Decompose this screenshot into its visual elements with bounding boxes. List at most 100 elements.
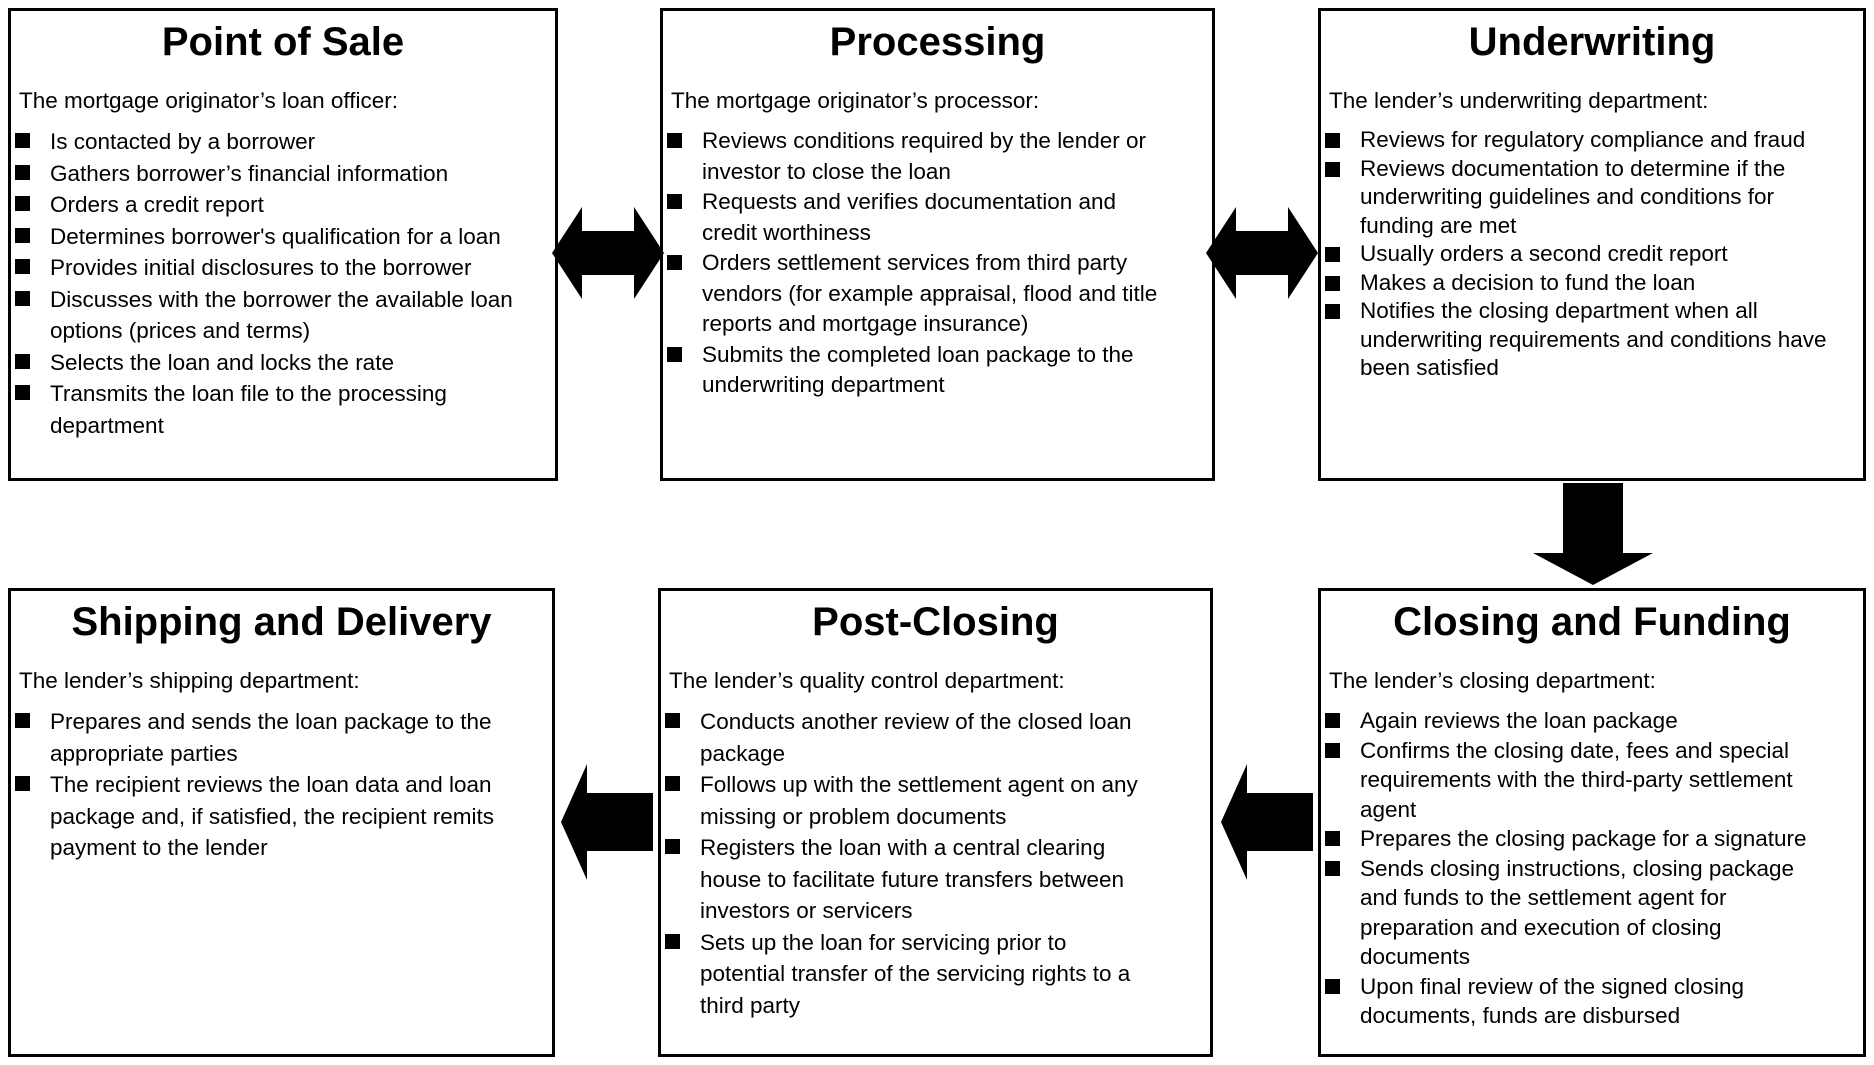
- bullet-item: Orders a credit report: [15, 189, 531, 221]
- bullet-item: Upon final review of the signed closing …: [1325, 972, 1837, 1031]
- bullet-text: Confirms the closing date, fees and spec…: [1360, 737, 1793, 822]
- bullet-text: Sets up the loan for servicing prior to …: [700, 929, 1131, 1018]
- bullet-square-icon: [15, 259, 30, 274]
- bullet-text: Orders settlement services from third pa…: [702, 250, 1158, 336]
- bullet-text: Is contacted by a borrower: [50, 129, 316, 154]
- bullet-square-icon: [1325, 831, 1340, 846]
- box-title-shipping-and-delivery: Shipping and Delivery: [71, 600, 492, 644]
- bullet-square-icon: [1325, 978, 1340, 994]
- bullet-item: Follows up with the settlement agent on …: [665, 769, 1152, 832]
- bullet-text: Orders a credit report: [50, 192, 264, 217]
- bullet-item: Discusses with the borrower the availabl…: [15, 284, 531, 347]
- bullet-square-icon: [667, 346, 682, 362]
- box-title-post-closing: Post-Closing: [812, 600, 1059, 644]
- bullet-text: Reviews documentation to determine if th…: [1360, 155, 1786, 238]
- bullet-text: Provides initial disclosures to the borr…: [50, 255, 472, 280]
- bullet-item: The recipient reviews the loan data and …: [15, 769, 497, 864]
- box-post-closing: Post-Closing The lender’s quality contro…: [658, 588, 1213, 1057]
- bullet-text: Reviews for regulatory compliance and fr…: [1360, 127, 1806, 152]
- bullet-text: Prepares and sends the loan package to t…: [50, 709, 492, 766]
- bullet-text: Reviews conditions required by the lende…: [702, 128, 1146, 184]
- bullet-item: Transmits the loan file to the processin…: [15, 378, 531, 441]
- bullet-text: Submits the completed loan package to th…: [702, 341, 1134, 398]
- bullet-square-icon: [15, 164, 30, 180]
- bullet-square-icon: [1325, 860, 1340, 876]
- box-point-of-sale: Point of Sale The mortgage originator’s …: [8, 8, 558, 481]
- bullet-list-underwriting: Reviews for regulatory compliance and fr…: [1321, 126, 1863, 383]
- bullet-square-icon: [667, 255, 682, 270]
- bullet-square-icon: [1325, 275, 1340, 291]
- bullet-square-icon: [1325, 247, 1340, 262]
- box-title-underwriting: Underwriting: [1468, 20, 1716, 64]
- box-intro-closing-and-funding: The lender’s closing department:: [1329, 668, 1656, 693]
- left-arrow-postclosing-shipping-icon: [561, 764, 653, 880]
- bullet-square-icon: [1325, 161, 1340, 177]
- box-shipping-and-delivery: Shipping and Delivery The lender’s shipp…: [8, 588, 555, 1057]
- bullet-item: Reviews documentation to determine if th…: [1325, 155, 1833, 241]
- bullet-square-icon: [665, 776, 680, 791]
- bullet-text: Determines borrower's qualification for …: [50, 223, 501, 249]
- bullet-text: Usually orders a second credit report: [1360, 241, 1728, 266]
- box-intro-processing: The mortgage originator’s processor:: [671, 88, 1040, 113]
- bullet-square-icon: [15, 133, 30, 148]
- box-title-point-of-sale: Point of Sale: [161, 20, 405, 64]
- bullet-text: Makes a decision to fund the loan: [1360, 269, 1696, 295]
- bullet-text: Prepares the closing package for a signa…: [1360, 826, 1807, 851]
- bullet-item: Is contacted by a borrower: [15, 126, 531, 158]
- box-intro-post-closing: The lender’s quality control department:: [669, 668, 1065, 693]
- bullet-list-post-closing: Conducts another review of the closed lo…: [661, 706, 1210, 1021]
- bullet-item: Notifies the closing department when all…: [1325, 297, 1833, 383]
- bullet-item: Confirms the closing date, fees and spec…: [1325, 736, 1837, 825]
- box-underwriting: Underwriting The lender’s underwriting d…: [1318, 8, 1866, 481]
- bullet-text: Follows up with the settlement agent on …: [700, 772, 1138, 829]
- bullet-item: Provides initial disclosures to the borr…: [15, 252, 531, 284]
- box-title-processing: Processing: [829, 20, 1046, 64]
- bullet-square-icon: [665, 713, 680, 728]
- bullet-text: Sends closing instructions, closing pack…: [1360, 855, 1794, 970]
- bullet-item: Orders settlement services from third pa…: [667, 248, 1162, 340]
- bullet-text: Again reviews the loan package: [1360, 708, 1678, 733]
- bullet-item: Prepares and sends the loan package to t…: [15, 706, 497, 769]
- bullet-text: Transmits the loan file to the processin…: [50, 381, 447, 438]
- bullet-text: Registers the loan with a central cleari…: [700, 835, 1124, 923]
- bullet-square-icon: [665, 839, 680, 854]
- bullet-square-icon: [15, 353, 30, 369]
- bullet-text: The recipient reviews the loan data and …: [50, 772, 494, 860]
- bullet-square-icon: [15, 776, 30, 791]
- bullet-text: Discusses with the borrower the availabl…: [50, 286, 513, 344]
- bullet-square-icon: [665, 933, 680, 949]
- bullet-item: Reviews for regulatory compliance and fr…: [1325, 126, 1833, 155]
- box-closing-and-funding: Closing and Funding The lender’s closing…: [1318, 588, 1866, 1057]
- bullet-square-icon: [15, 227, 30, 243]
- bullet-text: Conducts another review of the closed lo…: [700, 709, 1132, 766]
- bullet-square-icon: [15, 713, 30, 728]
- bullet-item: Selects the loan and locks the rate: [15, 347, 531, 379]
- double-arrow-pos-processing-icon: [552, 207, 664, 299]
- bullet-square-icon: [667, 194, 682, 209]
- box-title-closing-and-funding: Closing and Funding: [1393, 600, 1791, 644]
- bullet-text: Requests and verifies documentation and …: [702, 189, 1117, 245]
- bullet-text: Notifies the closing department when all…: [1360, 298, 1827, 380]
- bullet-item: Conducts another review of the closed lo…: [665, 706, 1152, 769]
- bullet-text: Gathers borrower’s financial information: [50, 160, 449, 186]
- left-arrow-closing-postclosing-icon: [1221, 764, 1313, 880]
- bullet-item: Again reviews the loan package: [1325, 706, 1837, 736]
- bullet-list-point-of-sale: Is contacted by a borrower Gathers borro…: [11, 126, 555, 441]
- box-processing: Processing The mortgage originator’s pro…: [660, 8, 1215, 481]
- bullet-item: Sends closing instructions, closing pack…: [1325, 854, 1837, 972]
- bullet-square-icon: [15, 385, 30, 400]
- box-intro-shipping-and-delivery: The lender’s shipping department:: [19, 668, 360, 693]
- bullet-square-icon: [1325, 713, 1340, 728]
- bullet-square-icon: [15, 290, 30, 306]
- bullet-list-shipping-and-delivery: Prepares and sends the loan package to t…: [11, 706, 552, 864]
- bullet-item: Requests and verifies documentation and …: [667, 187, 1162, 248]
- bullet-square-icon: [15, 196, 30, 211]
- bullet-item: Reviews conditions required by the lende…: [667, 126, 1162, 187]
- bullet-square-icon: [1325, 133, 1340, 148]
- box-intro-point-of-sale: The mortgage originator’s loan officer:: [19, 88, 398, 113]
- bullet-item: Determines borrower's qualification for …: [15, 221, 531, 253]
- bullet-item: Submits the completed loan package to th…: [667, 340, 1162, 401]
- bullet-item: Usually orders a second credit report: [1325, 240, 1833, 269]
- bullet-square-icon: [667, 133, 682, 148]
- bullet-list-closing-and-funding: Again reviews the loan package Confirms …: [1321, 706, 1863, 1031]
